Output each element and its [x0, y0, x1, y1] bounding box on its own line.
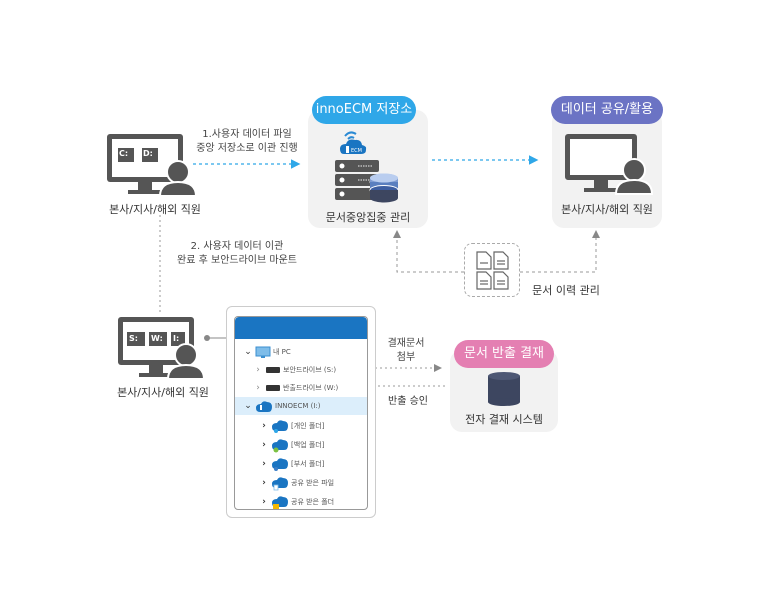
cloud-folder-icon: [272, 458, 288, 471]
tree-label: 내 PC: [273, 348, 291, 356]
tree-label: [개인 폴더]: [291, 422, 325, 430]
cloud-folder-icon: [272, 477, 288, 491]
attach-label: 결재문서 첨부: [387, 338, 425, 363]
server-database-icon: ECM: [335, 131, 399, 203]
approval-caption: 전자 결재 시스템: [465, 413, 543, 426]
tree-label: [백업 폴더]: [291, 441, 325, 449]
cloud-drive-icon: [256, 401, 272, 412]
chevron-right-icon[interactable]: ›: [256, 365, 260, 375]
share-badge: 데이터 공유/활용: [551, 96, 663, 124]
cloud-folder-icon: [272, 496, 288, 509]
user-top-node: C: D:: [100, 128, 200, 198]
history-label: 문서 이력 관리: [532, 284, 600, 297]
drive-label-s: S:: [129, 334, 138, 343]
connector-history-left: [393, 230, 464, 273]
cloud-folder-icon: [272, 420, 288, 433]
step2-label: 2. 사용자 데이터 이관 완료 후 보안드라이브 마운트: [177, 241, 297, 266]
tree-item-export-drive[interactable]: › 반출드라이브 (W:): [253, 379, 338, 397]
monitor-user-icon: [118, 317, 206, 380]
tree-label: [부서 폴더]: [291, 460, 325, 468]
svg-text:ECM: ECM: [351, 148, 362, 154]
drive-label-c: C:: [119, 149, 129, 158]
tree-label: 공유 받은 파일: [291, 479, 335, 487]
drive-label-w: W:: [151, 334, 163, 343]
tree-item-personal-folder[interactable]: › [개인 폴더]: [259, 417, 324, 435]
tree-label: 보안드라이브 (S:): [283, 366, 337, 374]
storage-caption: 문서중앙집중 관리: [325, 211, 411, 224]
connector-history-right: [520, 230, 600, 273]
database-icon: [488, 372, 520, 406]
chevron-down-icon[interactable]: ⌄: [244, 401, 252, 411]
chevron-right-icon[interactable]: ›: [262, 497, 266, 507]
chevron-down-icon[interactable]: ⌄: [244, 347, 252, 357]
user-bottom-label: 본사/지사/해외 직원: [117, 386, 209, 399]
explorer-title-bar: [235, 317, 367, 339]
chevron-right-icon[interactable]: ›: [262, 459, 266, 469]
chevron-right-icon[interactable]: ›: [262, 440, 266, 450]
tree-item-innoecm[interactable]: ⌄ INNOECM (I:): [235, 397, 367, 415]
explorer-window: ⌄ 내 PC › 보안드라이브 (S:) › 반출드라이브 (W:) ⌄ INN…: [234, 316, 368, 510]
tree-item-shared-folders[interactable]: › 공유 받은 폴더: [259, 493, 335, 509]
cloud-folder-icon: [272, 439, 288, 453]
chevron-right-icon[interactable]: ›: [262, 478, 266, 488]
monitor-user-icon: [107, 134, 198, 197]
tree-item-dept-folder[interactable]: › [부서 폴더]: [259, 455, 324, 473]
explorer-tree: ⌄ 내 PC › 보안드라이브 (S:) › 반출드라이브 (W:) ⌄ INN…: [235, 339, 367, 509]
tree-label: INNOECM (I:): [275, 402, 321, 410]
drive-icon: [266, 385, 280, 391]
drive-label-d: D:: [143, 149, 153, 158]
approve-label: 반출 승인: [388, 396, 428, 407]
history-box: [464, 243, 520, 297]
documents-icon: [476, 251, 509, 290]
user-top-label: 본사/지사/해외 직원: [109, 203, 201, 216]
step1-label: 1.사용자 데이터 파일 중앙 저장소로 이관 진행: [196, 129, 298, 154]
drive-icon: [266, 367, 280, 373]
storage-badge: innoECM 저장소: [312, 96, 416, 124]
chevron-right-icon[interactable]: ›: [256, 383, 260, 393]
chevron-right-icon[interactable]: ›: [262, 421, 266, 431]
user-bottom-node: S: W: I:: [114, 313, 214, 383]
tree-item-my-pc[interactable]: ⌄ 내 PC: [243, 343, 291, 361]
monitor-user-icon: [565, 134, 654, 195]
tree-label: 반출드라이브 (W:): [283, 384, 339, 392]
tree-label: 공유 받은 폴더: [291, 498, 335, 506]
tree-item-backup-folder[interactable]: › [백업 폴더]: [259, 436, 324, 454]
tree-item-shared-files[interactable]: › 공유 받은 파일: [259, 474, 334, 492]
tree-item-secure-drive[interactable]: › 보안드라이브 (S:): [253, 361, 336, 379]
share-caption: 본사/지사/해외 직원: [561, 203, 653, 216]
drive-label-i: I:: [173, 334, 180, 343]
approval-badge: 문서 반출 결재: [454, 340, 554, 368]
computer-icon: [255, 346, 271, 358]
